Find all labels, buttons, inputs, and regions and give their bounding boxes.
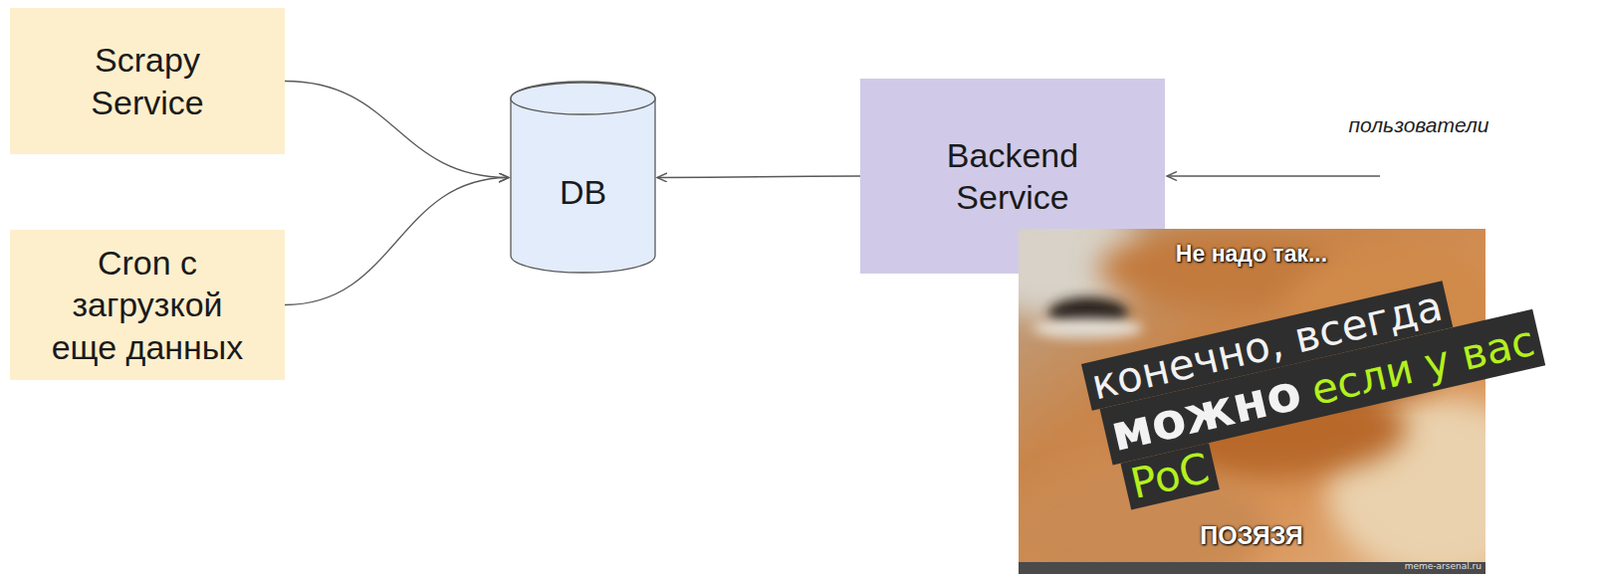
eye-rim bbox=[1033, 318, 1143, 339]
meme-caption: Не надо так... bbox=[1175, 240, 1328, 268]
cylinder-body bbox=[510, 81, 656, 273]
node-text: Backend Service bbox=[906, 134, 1121, 219]
service-box: Scrapy Service bbox=[9, 7, 285, 155]
service-box: Cron с загрузкой еще данных bbox=[9, 229, 285, 381]
cylinder-top bbox=[510, 82, 656, 115]
node-text: Scrapy Service bbox=[42, 38, 252, 123]
connector-arrow bbox=[284, 81, 509, 179]
node-text: DB bbox=[559, 171, 607, 214]
user-arrow bbox=[1166, 175, 1380, 177]
node-text: Cron с загрузкой еще данных bbox=[45, 241, 250, 368]
connector-arrow bbox=[284, 178, 509, 306]
connector-arrow bbox=[657, 176, 861, 179]
database-cylinder: DB bbox=[509, 81, 657, 274]
cat-photo bbox=[1018, 228, 1486, 575]
user-label: пользователи bbox=[1348, 113, 1489, 138]
watermark: meme-arsenal.ru bbox=[1404, 561, 1482, 572]
watermark-bar bbox=[1018, 562, 1486, 575]
meme-caption: ПОЗЯЗЯ bbox=[1199, 521, 1303, 551]
